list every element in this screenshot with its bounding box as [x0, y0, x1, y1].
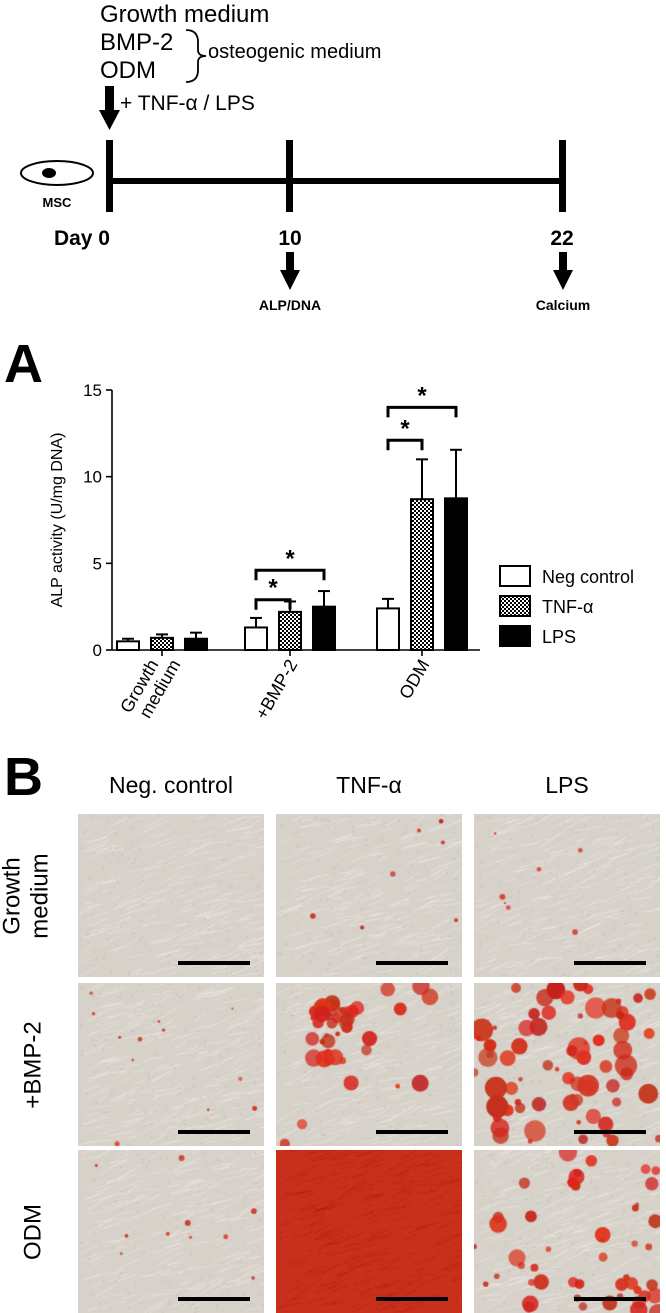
- readout-arrowhead-alp: [280, 270, 300, 290]
- micrograph-image: [276, 983, 462, 1146]
- medium-growth-label: Growth medium: [100, 1, 269, 28]
- bar: [312, 605, 336, 652]
- micrograph-image: [474, 814, 660, 977]
- day-label-22: 22: [550, 227, 573, 250]
- readout-arrow-calcium: [559, 252, 567, 272]
- y-axis-label: ALP activity (U/mg DNA): [49, 433, 66, 608]
- micrograph: [276, 814, 462, 977]
- micrograph-image: [276, 1150, 462, 1313]
- scale-bar: [376, 1130, 448, 1134]
- bar: [410, 498, 434, 652]
- micrograph-image: [78, 814, 264, 977]
- legend-label: LPS: [542, 627, 576, 647]
- osteogenic-medium-label: osteogenic medium: [208, 41, 381, 63]
- scale-bar: [178, 961, 250, 965]
- significance-bracket: [386, 438, 424, 451]
- scale-bar: [178, 1297, 250, 1301]
- micrograph-image: [474, 1150, 660, 1313]
- timeline-tick-day0: [106, 140, 113, 212]
- significance-star: *: [268, 575, 278, 602]
- medium-bmp2-label: BMP-2: [100, 29, 173, 56]
- legend-label: TNF-α: [542, 597, 593, 617]
- y-tick-label: 15: [83, 381, 102, 400]
- micrograph: [78, 983, 264, 1146]
- row-label-line: +BMP-2: [19, 1020, 46, 1109]
- readout-alp-label: ALP/DNA: [259, 297, 321, 313]
- treatment-arrow: [105, 86, 114, 112]
- y-tick-label: 5: [93, 554, 102, 573]
- legend-label: Neg control: [542, 567, 634, 587]
- readout-calcium-label: Calcium: [536, 297, 590, 313]
- x-tick-label: ODM: [395, 656, 433, 702]
- msc-label: MSC: [43, 195, 73, 210]
- bar: [184, 637, 208, 652]
- treatment-arrowhead: [99, 110, 120, 130]
- micrograph: [78, 814, 264, 977]
- scale-bar: [376, 961, 448, 965]
- day-label-0: Day 0: [54, 227, 110, 250]
- osteogenic-brace: [185, 29, 207, 83]
- bar: [376, 607, 400, 652]
- y-tick-label: 10: [83, 468, 102, 487]
- scale-bar: [178, 1130, 250, 1134]
- micrograph: [474, 983, 660, 1146]
- bar: [444, 497, 468, 652]
- significance-star: *: [285, 545, 295, 572]
- figure: Growth medium BMP-2 ODM osteogenic mediu…: [4, 1, 634, 807]
- micrograph-image: [78, 1150, 264, 1313]
- column-label: Neg. control: [108, 772, 233, 798]
- micrograph-image: [78, 983, 264, 1146]
- significance-bracket: [254, 598, 292, 610]
- scale-bar: [574, 1130, 646, 1134]
- row-label: ODM: [19, 1150, 47, 1313]
- legend-swatch: [499, 595, 531, 617]
- timeline-tick-day10: [286, 140, 293, 212]
- row-label-line: medium: [26, 852, 53, 939]
- significance-bracket: [254, 568, 326, 581]
- y-tick-label: 0: [93, 641, 102, 660]
- micrograph: [276, 983, 462, 1146]
- column-label: TNF-α: [336, 772, 402, 798]
- legend-swatch: [499, 565, 531, 587]
- day-label-10: 10: [278, 227, 301, 250]
- row-label: +BMP-2: [19, 983, 47, 1146]
- legend-swatch: [499, 625, 531, 647]
- msc-cell-icon: [20, 160, 94, 186]
- x-tick-label: +BMP-2: [251, 656, 301, 723]
- timeline-tick-day22: [559, 140, 566, 212]
- micrograph: [78, 1150, 264, 1313]
- micrograph: [276, 1150, 462, 1313]
- medium-odm-label: ODM: [100, 57, 156, 84]
- bar: [244, 626, 268, 652]
- micrograph: [474, 814, 660, 977]
- readout-arrowhead-calcium: [553, 270, 573, 290]
- row-label-line: Growth: [0, 856, 25, 935]
- panel-a-letter: A: [4, 334, 43, 394]
- scale-bar: [376, 1297, 448, 1301]
- significance-star: *: [400, 415, 410, 442]
- timeline-schematic: Growth medium BMP-2 ODM osteogenic mediu…: [20, 1, 590, 313]
- column-label: LPS: [545, 772, 589, 798]
- panel-b-letter: B: [4, 747, 43, 807]
- scale-bar: [574, 961, 646, 965]
- significance-star: *: [417, 382, 427, 409]
- readout-arrow-alp: [286, 252, 294, 272]
- micrograph-image: [474, 983, 660, 1146]
- significance-bracket: [386, 405, 458, 418]
- scale-bar: [574, 1297, 646, 1301]
- treatment-label: + TNF-α / LPS: [120, 92, 255, 115]
- micrograph: [474, 1150, 660, 1313]
- row-label-line: ODM: [19, 1203, 46, 1260]
- timeline-axis: [108, 178, 565, 184]
- msc-nucleus-icon: [42, 168, 56, 178]
- bar: [116, 640, 140, 651]
- micrograph-image: [276, 814, 462, 977]
- bar: [150, 636, 174, 651]
- bar: [278, 610, 302, 651]
